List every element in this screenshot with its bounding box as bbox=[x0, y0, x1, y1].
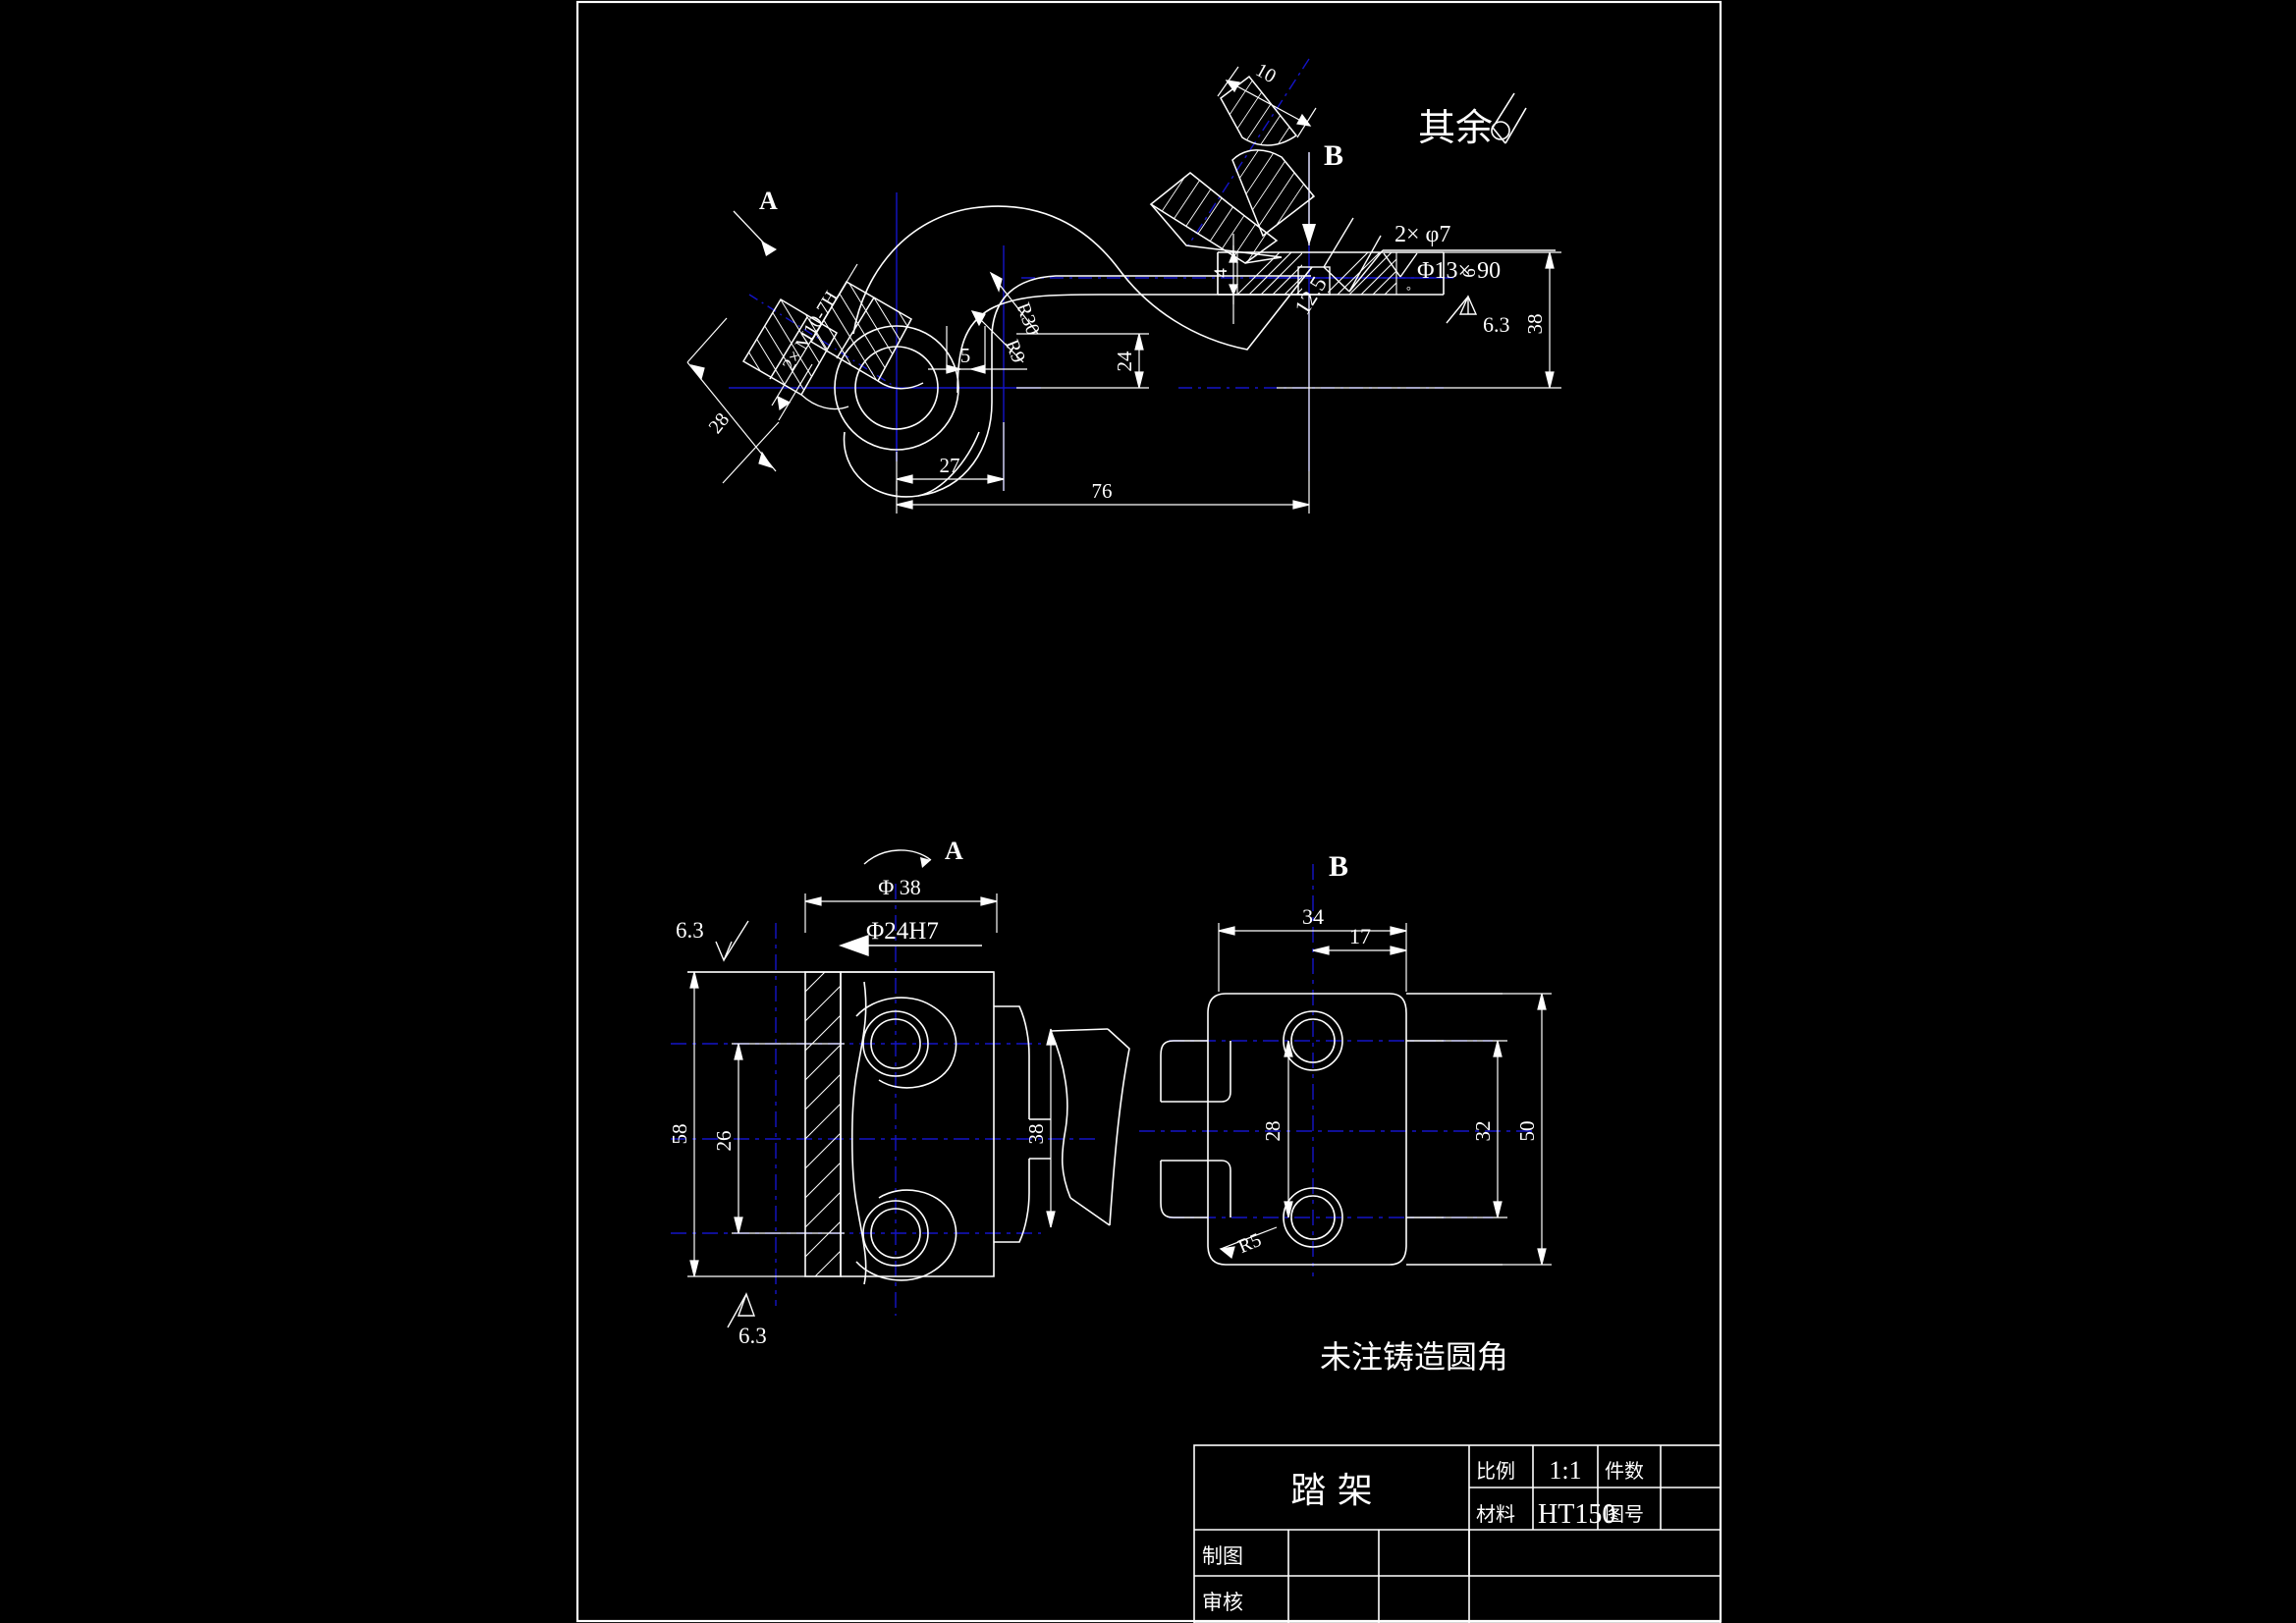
dim-value-28-view-b: 28 bbox=[1261, 1121, 1285, 1142]
part-name: 踏 架 bbox=[1290, 1471, 1372, 1511]
dim-value-12-5: 12.5 bbox=[1289, 272, 1332, 318]
part-outline-main bbox=[834, 205, 1445, 498]
view-a-left: A Φ 38 Φ24H7 bbox=[668, 837, 1130, 1348]
hole-callout-line1: 2× φ7 bbox=[1394, 222, 1450, 247]
dim-32: 32 bbox=[1444, 1040, 1507, 1218]
label-general-finish: 其余 bbox=[1418, 106, 1493, 149]
hole-callout-main: 2× φ7 Φ13× 90 ° bbox=[1348, 222, 1556, 298]
dim-value-34: 34 bbox=[1302, 904, 1324, 929]
scale-value: 1:1 bbox=[1549, 1456, 1581, 1485]
casting-note: 未注铸造圆角 bbox=[1320, 1338, 1508, 1376]
dim-value-50: 50 bbox=[1515, 1121, 1539, 1142]
dim-value-38-main: 38 bbox=[1523, 314, 1547, 335]
dim-thread-callout: 2× M10-7H bbox=[771, 263, 858, 421]
dim-24: 24 bbox=[1016, 333, 1149, 389]
section-arrow-a-main: A bbox=[733, 187, 778, 256]
drawn-by-label: 制图 bbox=[1202, 1544, 1243, 1568]
dim-38-view-a: 38 bbox=[1024, 1028, 1056, 1228]
dim-27: 27 bbox=[896, 422, 1005, 491]
material-value: HT150 bbox=[1538, 1499, 1615, 1530]
hatch-right-plate bbox=[1217, 252, 1397, 296]
title-block: 踏 架 比例 1:1 件数 材料 HT150 图号 制图 审核 bbox=[1193, 1444, 1722, 1623]
dim-value-17: 17 bbox=[1349, 924, 1371, 948]
dim-58: 58 bbox=[668, 971, 805, 1277]
centre-lines-view-b bbox=[1139, 864, 1532, 1276]
quantity-label: 件数 bbox=[1605, 1459, 1644, 1483]
dim-value-6-3-right: 6.3 bbox=[1483, 312, 1510, 337]
hole-callout-degree: ° bbox=[1406, 284, 1411, 298]
dim-76: 76 bbox=[896, 295, 1310, 514]
dim-value-32: 32 bbox=[1471, 1121, 1495, 1142]
dim-value-24: 24 bbox=[1113, 351, 1136, 372]
part-outline-view-a bbox=[841, 971, 1130, 1285]
scale-label: 比例 bbox=[1476, 1459, 1515, 1483]
part-outline-view-b bbox=[1160, 993, 1503, 1266]
dim-value-27: 27 bbox=[940, 454, 960, 477]
flange-section-view-a bbox=[687, 971, 994, 1277]
dim-38-main: 38 bbox=[1277, 251, 1561, 389]
dim-6: 6 bbox=[1459, 268, 1480, 278]
dim-5: 5 bbox=[928, 326, 1027, 374]
hole-callout-line2: Φ13× 90 bbox=[1417, 258, 1501, 284]
rotated-section-rib bbox=[1149, 75, 1316, 264]
dim-value-5: 5 bbox=[960, 344, 971, 367]
dim-r5: R5 bbox=[1219, 1226, 1278, 1260]
dim-34: 34 bbox=[1218, 904, 1407, 992]
dim-50: 50 bbox=[1503, 993, 1552, 1266]
dim-phi38: Φ 38 bbox=[804, 875, 998, 933]
dim-value-10: 10 bbox=[1252, 59, 1280, 87]
label-view-a: A bbox=[945, 837, 963, 865]
centre-lines-view-a bbox=[671, 884, 1100, 1316]
roughness-6-3-bottom: 6.3 bbox=[727, 1291, 767, 1348]
dim-28-view-b: 28 bbox=[1261, 1040, 1293, 1218]
main-front-view: 10 A B 其余 bbox=[686, 58, 1561, 514]
roughness-6-3-right: 6.3 bbox=[1446, 295, 1510, 337]
roughness-12-5: 12.5 bbox=[1289, 217, 1382, 319]
roughness-6-3-top: 6.3 bbox=[676, 918, 749, 962]
view-b-right: B 34 17 bbox=[1139, 850, 1552, 1276]
drawing-no-label: 图号 bbox=[1605, 1502, 1644, 1526]
dim-26: 26 bbox=[712, 1043, 845, 1234]
label-section-b-main: B bbox=[1324, 139, 1343, 172]
dim-value-26: 26 bbox=[712, 1131, 736, 1152]
material-label: 材料 bbox=[1476, 1502, 1515, 1526]
dim-phi24h7: Φ24H7 bbox=[838, 918, 982, 956]
dim-value-phi24h7: Φ24H7 bbox=[866, 918, 939, 945]
dim-4: 4 bbox=[1211, 234, 1238, 324]
hatch-threaded-boss bbox=[743, 282, 924, 410]
dim-thread-length-28: 28 bbox=[686, 317, 780, 484]
dim-value-6: 6 bbox=[1459, 268, 1480, 278]
label-view-b: B bbox=[1329, 850, 1348, 883]
dim-value-phi38: Φ 38 bbox=[878, 875, 921, 899]
section-arrow-a-view: A bbox=[863, 837, 963, 868]
dim-value-6-3-bottom: 6.3 bbox=[738, 1324, 767, 1348]
dim-value-38-view-a: 38 bbox=[1024, 1124, 1048, 1145]
sheet-border bbox=[575, 0, 1722, 1623]
dim-value-58: 58 bbox=[668, 1124, 691, 1145]
dim-17: 17 bbox=[1312, 924, 1407, 955]
checked-by-label: 审核 bbox=[1202, 1591, 1243, 1614]
dim-value-76: 76 bbox=[1092, 479, 1113, 503]
dim-value-4: 4 bbox=[1211, 268, 1231, 278]
dim-value-r9: R9 bbox=[1001, 337, 1029, 366]
label-section-a-main: A bbox=[759, 187, 778, 215]
dim-value-r30: R30 bbox=[1011, 299, 1043, 338]
hatch-flange-view-a bbox=[805, 972, 841, 1276]
general-surface-finish: 其余 bbox=[1418, 92, 1527, 149]
section-arrow-b-main: B bbox=[1302, 139, 1343, 245]
dim-value-6-3-top: 6.3 bbox=[676, 918, 704, 943]
